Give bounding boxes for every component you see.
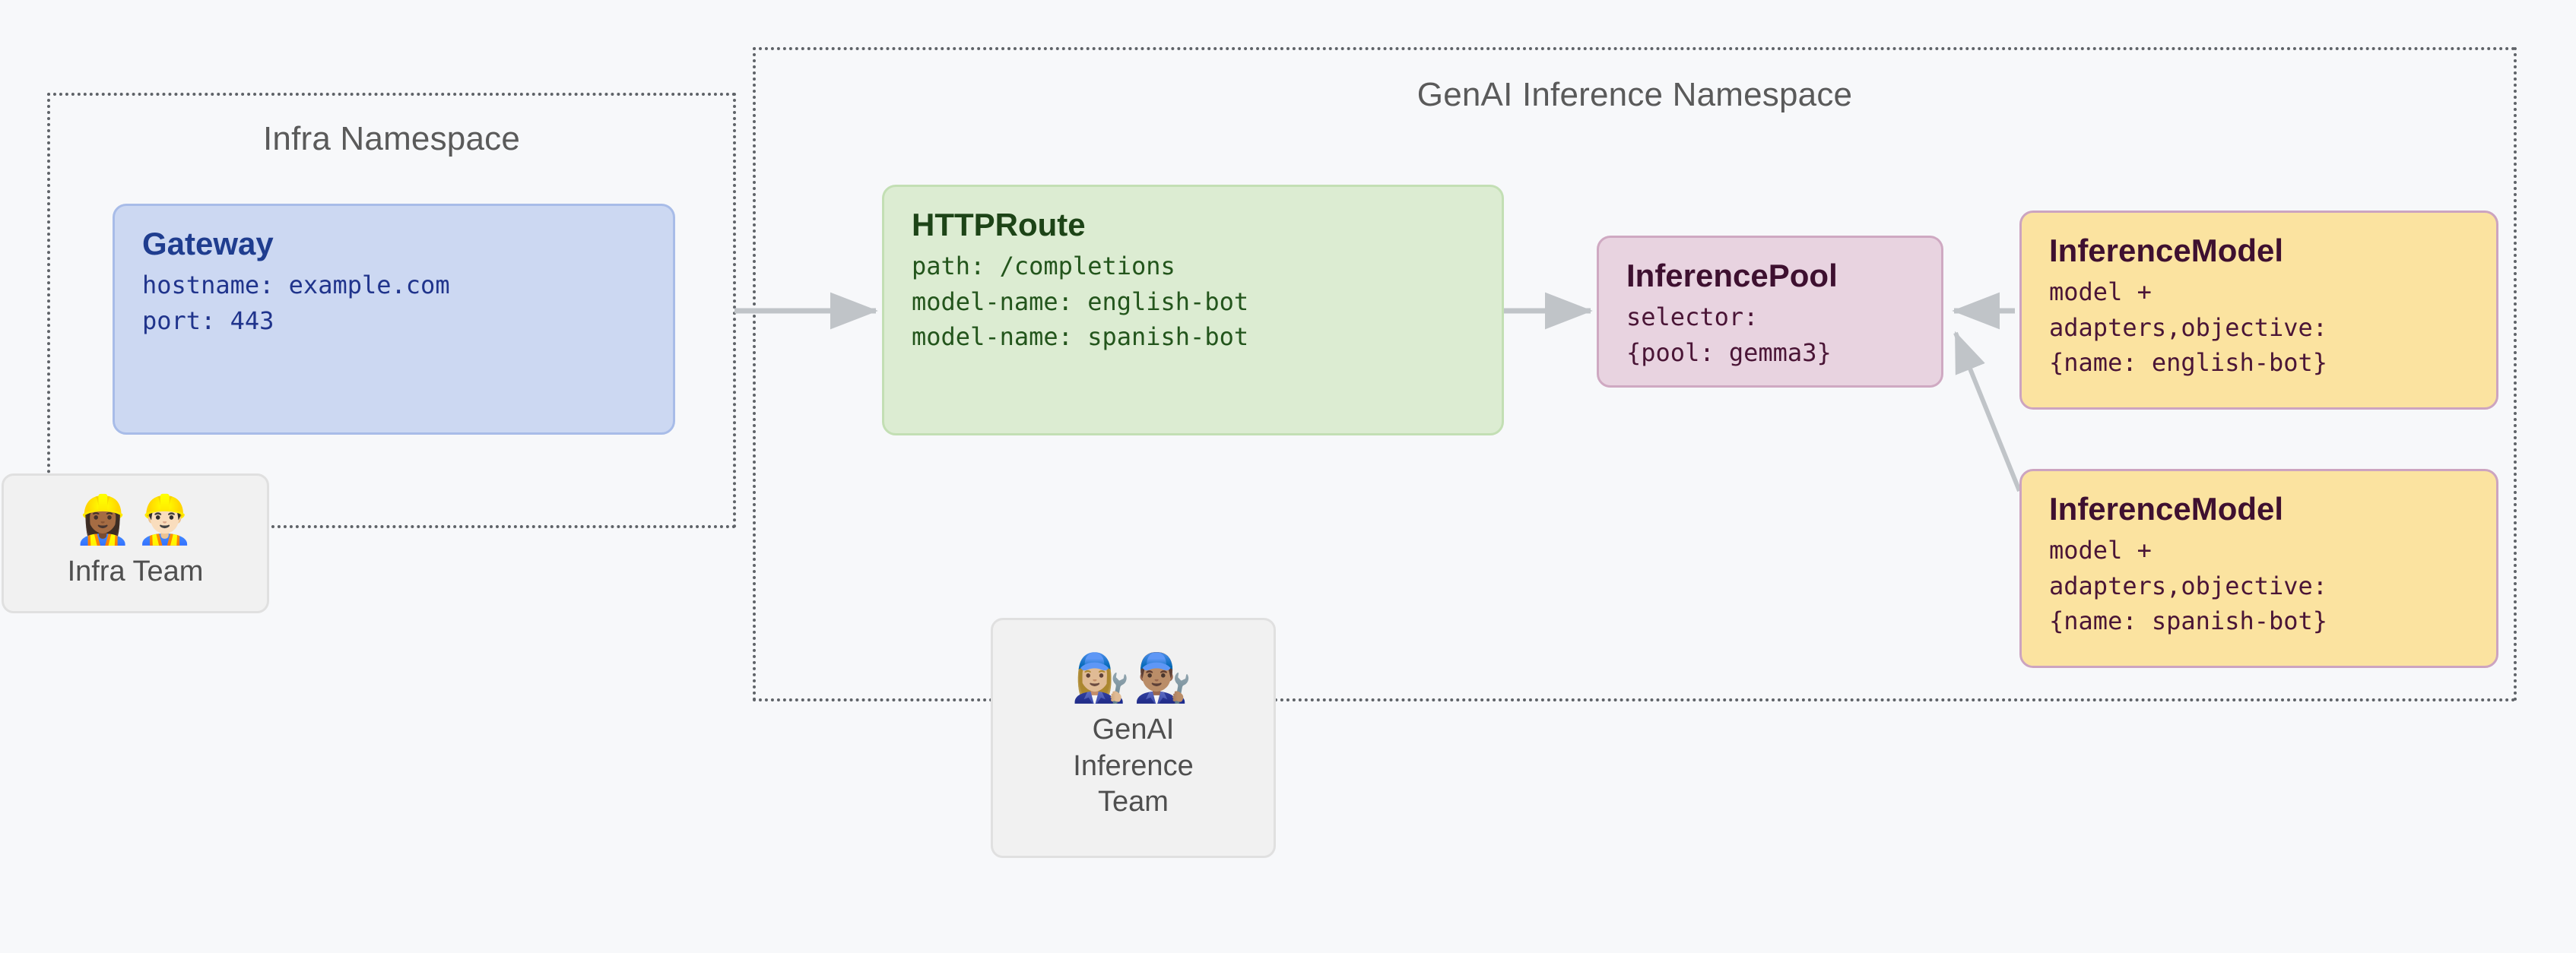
node-gateway-body: hostname: example.com port: 443: [142, 271, 450, 335]
node-httproute-body: path: /completions model-name: english-b…: [912, 252, 1249, 352]
genai-team-label: GenAI Inference Team: [1073, 713, 1194, 818]
node-inferencemodel-spanish[interactable]: InferenceModel model + adapters,objectiv…: [2019, 469, 2498, 668]
node-httproute-title: HTTPRoute: [912, 207, 1086, 242]
team-badge-genai[interactable]: 👩🏼‍🔧👨🏽‍🔧 GenAI Inference Team: [991, 618, 1276, 858]
namespace-genai: [753, 47, 2517, 701]
node-inferencepool[interactable]: InferencePool selector: {pool: gemma3}: [1597, 236, 1943, 388]
node-inferencemodel-spanish-body: model + adapters,objective: {name: spani…: [2049, 536, 2328, 636]
infra-team-label: Infra Team: [67, 555, 204, 587]
node-inferencemodel-english[interactable]: InferenceModel model + adapters,objectiv…: [2019, 211, 2498, 410]
team-badge-infra[interactable]: 👷🏾‍♀️👷🏻‍♂️ Infra Team: [2, 473, 269, 613]
node-inferencemodel-english-body: model + adapters,objective: {name: engli…: [2049, 277, 2328, 378]
node-inferencepool-body: selector: {pool: gemma3}: [1626, 302, 1832, 367]
namespace-genai-title: GenAI Inference Namespace: [1416, 76, 1853, 113]
namespace-infra-title: Infra Namespace: [262, 120, 521, 157]
genai-team-emoji: 👩🏼‍🔧👨🏽‍🔧: [1071, 651, 1195, 704]
node-httproute[interactable]: HTTPRoute path: /completions model-name:…: [882, 185, 1504, 435]
node-inferencepool-title: InferencePool: [1626, 258, 1838, 293]
node-inferencemodel-spanish-title: InferenceModel: [2049, 491, 2284, 527]
infra-team-emoji: 👷🏾‍♀️👷🏻‍♂️: [73, 493, 198, 546]
node-gateway-title: Gateway: [142, 226, 274, 261]
node-inferencemodel-english-title: InferenceModel: [2049, 233, 2284, 268]
node-gateway[interactable]: Gateway hostname: example.com port: 443: [113, 204, 675, 435]
